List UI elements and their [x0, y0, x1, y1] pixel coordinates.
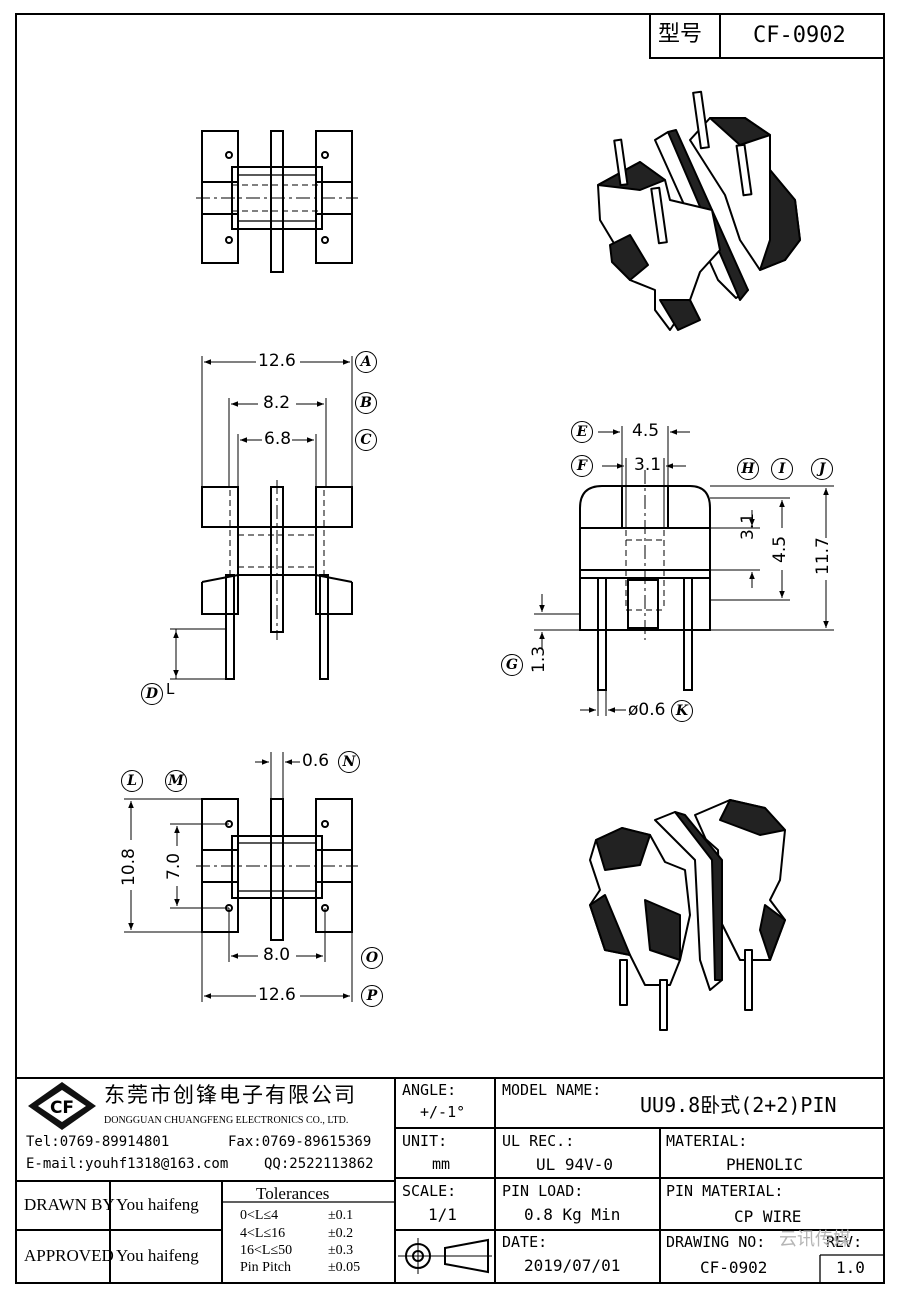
callout-a: A — [355, 351, 377, 373]
callout-e: E — [571, 421, 593, 443]
company-qq: QQ:2522113862 — [264, 1156, 374, 1172]
pin-load-value: 0.8 Kg Min — [524, 1205, 621, 1224]
date-value: 2019/07/01 — [524, 1256, 621, 1275]
dim-pin-dia: ø0.6 — [628, 700, 666, 720]
dim-side-inner-h: 3.1 — [738, 512, 758, 540]
callout-f: F — [571, 455, 593, 477]
drawing-no-value: CF-0902 — [700, 1258, 768, 1277]
tolerance-range: 4<L≤16 — [240, 1226, 286, 1241]
callout-d: D — [141, 683, 163, 705]
dim-side-inner: 3.1 — [634, 455, 662, 475]
tolerance-range: Pin Pitch — [240, 1260, 291, 1275]
front-view-dims — [170, 356, 353, 680]
dim-front-width: 12.6 — [258, 351, 296, 371]
front-view — [201, 480, 353, 680]
callout-b: B — [355, 392, 377, 414]
dim-side-width: 4.5 — [632, 421, 660, 441]
logo-text: CF — [50, 1098, 74, 1118]
material-label: MATERIAL: — [666, 1132, 748, 1150]
drawn-by-label: DRAWN BY — [24, 1195, 115, 1214]
tolerances-title: Tolerances — [256, 1184, 330, 1203]
ul-rec-value: UL 94V-0 — [536, 1155, 614, 1174]
callout-p: P — [361, 985, 383, 1007]
dim-front-core: 6.8 — [264, 429, 292, 449]
isometric-view-top — [597, 90, 801, 331]
callout-m: M — [165, 770, 187, 792]
model-name-value: UU9.8卧式(2+2)PIN — [640, 1093, 837, 1117]
scale-label: SCALE: — [402, 1182, 457, 1200]
dim-pin-offset: 1.3 — [529, 645, 549, 673]
callout-k: K — [671, 700, 693, 722]
unit-label: UNIT: — [402, 1132, 448, 1150]
tolerance-value: ±0.2 — [328, 1226, 354, 1241]
company-name-en: DONGGUAN CHUANGFENG ELECTRONICS CO., LTD… — [104, 1115, 349, 1126]
model-no-box — [649, 13, 885, 59]
tolerance-value: ±0.1 — [328, 1208, 354, 1223]
dim-bottom-height: 10.8 — [119, 848, 139, 886]
callout-g: G — [501, 654, 523, 676]
callout-n: N — [338, 751, 360, 773]
dim-front-inner: 8.2 — [263, 393, 291, 413]
company-name-cn: 东莞市创锋电子有限公司 — [104, 1083, 357, 1107]
angle-label: ANGLE: — [402, 1081, 457, 1099]
approved-label: APPROVED — [24, 1246, 114, 1265]
dim-side-total-h: 11.7 — [813, 537, 833, 575]
ul-rec-label: UL REC.: — [502, 1132, 575, 1150]
dim-bottom-inner: 7.0 — [164, 852, 184, 880]
approved-value: You haifeng — [116, 1246, 199, 1265]
watermark: 云讯传媒 — [779, 1229, 851, 1250]
model-no-value: CF-0902 — [753, 23, 846, 48]
tolerance-range: 16<L≤50 — [240, 1243, 293, 1258]
projection-symbol — [398, 1238, 492, 1274]
side-view-dims — [534, 426, 834, 716]
dim-side-mid-h: 4.5 — [770, 535, 790, 563]
tolerance-range: 0<L≤4 — [240, 1208, 279, 1223]
callout-c: C — [355, 429, 377, 451]
pin-material-value: CP WIRE — [734, 1207, 802, 1226]
dim-pin-length: L — [166, 680, 175, 698]
callout-o: O — [361, 947, 383, 969]
side-view — [579, 470, 711, 691]
top-view — [196, 130, 358, 273]
bottom-view — [196, 798, 358, 941]
drawing-no-label: DRAWING NO: — [666, 1233, 766, 1251]
company-tel: Tel:0769-89914801 — [26, 1134, 170, 1150]
drawn-by-value: You haifeng — [116, 1195, 199, 1214]
tolerance-value: ±0.3 — [328, 1243, 354, 1258]
dim-bottom-flange: 0.6 — [302, 751, 330, 771]
model-no-label: 型号 — [658, 22, 703, 47]
tolerance-value: ±0.05 — [328, 1260, 361, 1275]
bottom-view-dims — [124, 752, 353, 1002]
title-block-grid — [15, 1077, 885, 1284]
callout-h: H — [737, 458, 759, 480]
callout-i: I — [771, 458, 793, 480]
model-name-label: MODEL NAME: — [502, 1081, 602, 1099]
callout-l: L — [121, 770, 143, 792]
dim-bottom-width: 12.6 — [258, 985, 296, 1005]
unit-value: mm — [432, 1155, 451, 1173]
rev-value: 1.0 — [836, 1258, 865, 1277]
angle-value: +/-1° — [420, 1103, 466, 1121]
scale-value: 1/1 — [428, 1205, 457, 1224]
isometric-view-bottom — [589, 799, 786, 1031]
pin-load-label: PIN LOAD: — [502, 1182, 584, 1200]
pin-material-label: PIN MATERIAL: — [666, 1182, 784, 1200]
rev-label: REV: — [826, 1233, 863, 1251]
dim-bottom-pitch: 8.0 — [263, 945, 291, 965]
company-fax: Fax:0769-89615369 — [228, 1134, 372, 1150]
callout-j: J — [811, 458, 833, 480]
date-label: DATE: — [502, 1233, 548, 1251]
material-value: PHENOLIC — [726, 1155, 804, 1174]
company-logo: CF — [28, 1082, 96, 1130]
company-email: E-mail:youhf1318@163.com — [26, 1156, 229, 1172]
